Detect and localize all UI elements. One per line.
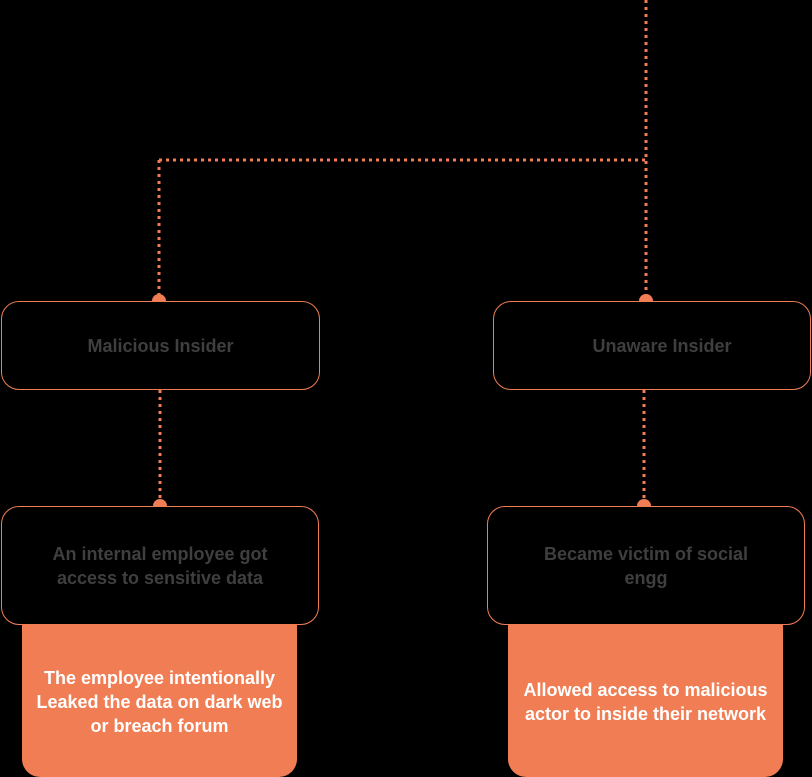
internal-employee-label: An internal employee got access to sensi… — [52, 543, 268, 588]
unaware-insider-node: Unaware Insider — [493, 301, 811, 390]
malicious-insider-node: Malicious Insider — [1, 301, 320, 390]
leaked-data-label: The employee intentionally Leaked the da… — [36, 667, 283, 736]
unaware-insider-label: Unaware Insider — [592, 335, 732, 356]
allowed-access-label: Allowed access to malicious actor to ins… — [523, 679, 768, 724]
leaked-data-outcome: The employee intentionally Leaked the da… — [22, 620, 297, 777]
internal-employee-node: An internal employee got access to sensi… — [1, 506, 319, 625]
victim-social-node: Became victim of social engg — [487, 506, 805, 625]
allowed-access-outcome: Allowed access to malicious actor to ins… — [508, 620, 783, 777]
malicious-insider-label: Malicious Insider — [87, 335, 234, 356]
victim-social-label: Became victim of social engg — [543, 543, 749, 588]
